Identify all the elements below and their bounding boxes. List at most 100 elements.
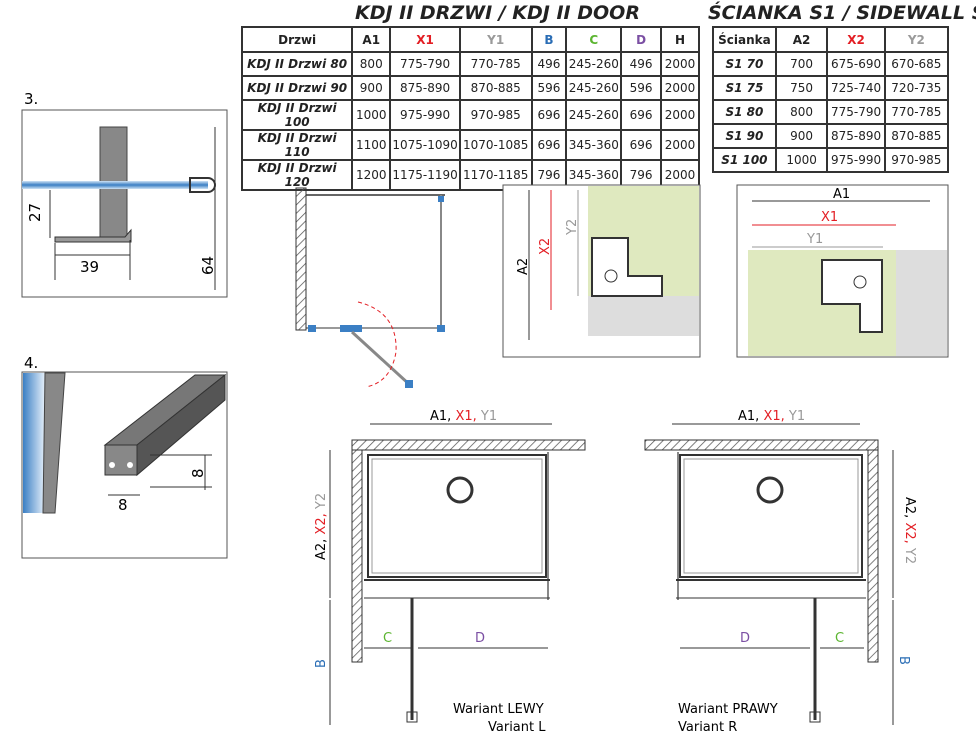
- plan-right-c: C: [835, 631, 844, 646]
- dim-64: 64: [199, 256, 217, 275]
- row-name: KDJ II Drzwi 80: [240, 51, 354, 77]
- plan-right-a2: A2,: [902, 497, 917, 518]
- plan-left-x1: X1,: [455, 409, 476, 424]
- variant-right-pl: Wariant PRAWY: [678, 702, 778, 717]
- table-cell: 2000: [659, 159, 701, 191]
- table-cell: 750: [774, 75, 829, 101]
- plan-left-y1: Y1: [480, 409, 497, 424]
- dim-8-height: 8: [189, 468, 207, 478]
- detail-4-panel: 8 8: [21, 371, 228, 559]
- table-cell: 970-985: [458, 99, 533, 131]
- row-name: KDJ II Drzwi 90: [240, 75, 354, 101]
- column-header: X2: [826, 26, 886, 53]
- dim-8-width: 8: [118, 496, 128, 514]
- column-header: Drzwi: [240, 26, 354, 53]
- table-cell: 1000: [774, 147, 829, 173]
- table-cell: 970-985: [883, 147, 950, 173]
- svg-text:A1, X1, Y1: A1, X1, Y1: [430, 409, 497, 424]
- table-cell: 496: [530, 51, 568, 77]
- row-name: S1 100: [712, 147, 777, 173]
- table-cell: 2000: [659, 129, 701, 161]
- table-cell: 770-785: [883, 99, 950, 125]
- table-cell: 596: [530, 75, 568, 101]
- plan-left-c: C: [383, 631, 392, 646]
- variant-right-en: Variant R: [678, 720, 737, 735]
- column-header: C: [565, 26, 623, 53]
- sidewall-detail: A2 X2 Y2: [502, 184, 701, 358]
- table-cell: 1070-1085: [458, 129, 533, 161]
- table-cell: 496: [620, 51, 662, 77]
- column-header: Ścianka: [712, 26, 777, 53]
- door-detail: A1 X1 Y1: [736, 184, 949, 358]
- dim-39: 39: [80, 258, 99, 276]
- table-cell: 245-260: [565, 75, 623, 101]
- table-cell: 696: [620, 129, 662, 161]
- table-cell: 700: [774, 51, 829, 77]
- table-cell: 596: [620, 75, 662, 101]
- table-cell: 1100: [351, 129, 392, 161]
- detail-3-panel: 27 39 64: [21, 109, 228, 298]
- column-header: B: [530, 26, 568, 53]
- x2-label: X2: [538, 238, 553, 255]
- column-header: Y2: [883, 26, 950, 53]
- y2-label: Y2: [565, 219, 580, 236]
- table-cell: 800: [774, 99, 829, 125]
- detail-3-label: 3.: [24, 90, 38, 108]
- column-header: Y1: [458, 26, 533, 53]
- a1-label: A1: [833, 187, 850, 202]
- table-cell: 975-990: [389, 99, 461, 131]
- table-cell: 975-990: [826, 147, 886, 173]
- table-cell: 720-735: [883, 75, 950, 101]
- plan-left-x2: X2,: [314, 513, 329, 534]
- table-cell: 696: [530, 129, 568, 161]
- column-header: D: [620, 26, 662, 53]
- table-cell: 1175-1190: [389, 159, 461, 191]
- table-cell: 2000: [659, 99, 701, 131]
- table-cell: 245-260: [565, 99, 623, 131]
- plan-left-d: D: [475, 631, 485, 646]
- plan-right-x2: X2,: [902, 522, 917, 543]
- table-cell: 870-885: [883, 123, 950, 149]
- table-cell: 696: [530, 99, 568, 131]
- plan-right-y2: Y2: [902, 547, 917, 564]
- variant-left-pl: Wariant LEWY: [453, 702, 544, 717]
- table-cell: 770-785: [458, 51, 533, 77]
- svg-text:A2, X2, Y2: A2, X2, Y2: [314, 493, 329, 560]
- table-cell: 670-685: [883, 51, 950, 77]
- row-name: S1 75: [712, 75, 777, 101]
- plan-right-a1: A1,: [738, 409, 759, 424]
- plan-right-b: B: [896, 656, 911, 665]
- table-cell: 1075-1090: [389, 129, 461, 161]
- y1-label: Y1: [806, 232, 823, 247]
- table-cell: 775-790: [826, 99, 886, 125]
- dim-27: 27: [26, 203, 44, 222]
- plan-left-b: B: [314, 659, 329, 668]
- table-cell: 675-690: [826, 51, 886, 77]
- plan-right-d: D: [740, 631, 750, 646]
- plan-left-y2: Y2: [314, 493, 329, 510]
- door-opening-plan: [295, 187, 445, 388]
- column-header: A2: [774, 26, 829, 53]
- svg-text:A1, X1, Y1: A1, X1, Y1: [738, 409, 805, 424]
- sidewall-table-title: ŚCIANKA S1 / SIDEWALL S1: [708, 2, 976, 24]
- plan-variant-left: A1, X1, Y1 A2, X2, Y2 B C D Wariant LEWY…: [314, 409, 586, 735]
- table-cell: 696: [620, 99, 662, 131]
- x1-label: X1: [821, 210, 838, 225]
- plan-right-y1: Y1: [788, 409, 805, 424]
- table-cell: 775-790: [389, 51, 461, 77]
- table-cell: 245-260: [565, 51, 623, 77]
- column-header: A1: [351, 26, 392, 53]
- table-cell: 875-890: [826, 123, 886, 149]
- row-name: S1 80: [712, 99, 777, 125]
- table-cell: 1200: [351, 159, 392, 191]
